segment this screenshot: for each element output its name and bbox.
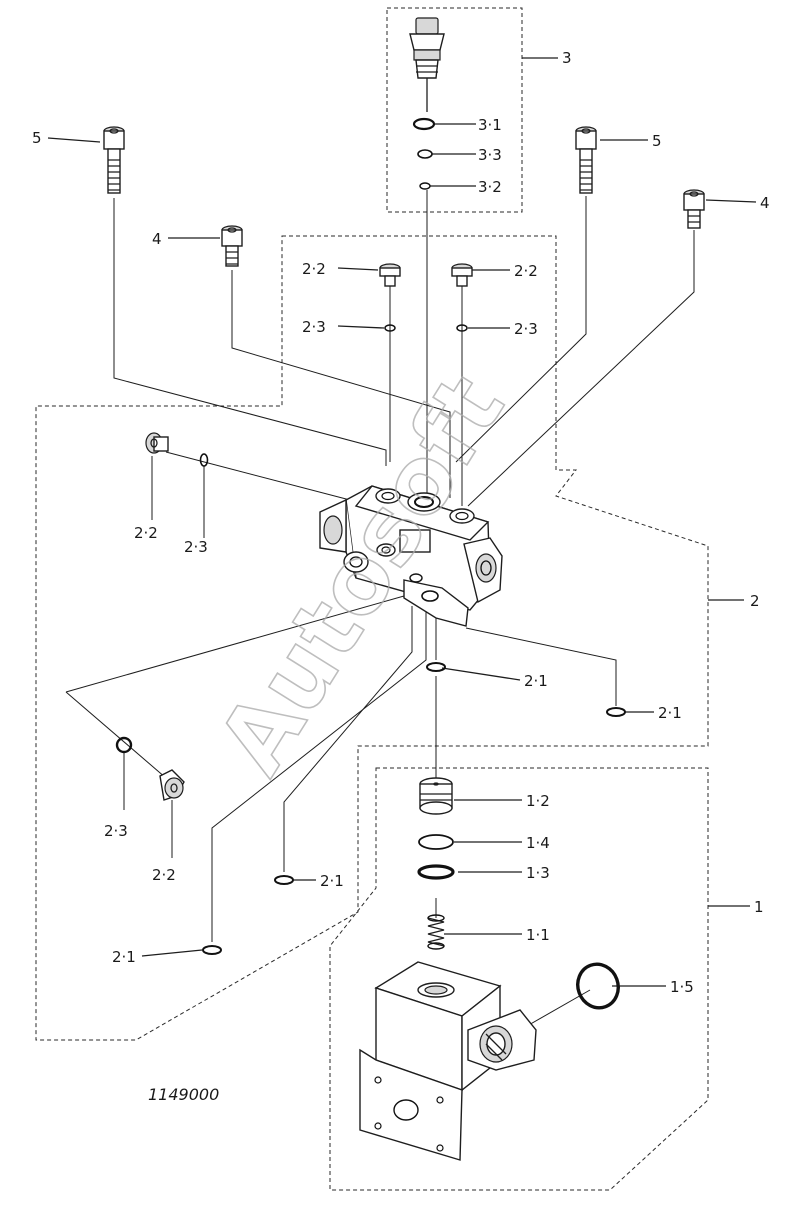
o-ring-1-3 (417, 864, 455, 880)
label-2: 2 (750, 592, 760, 610)
label-2-3-low: 2·3 (104, 822, 128, 840)
label-1-2: 1·2 (526, 792, 550, 810)
o-ring-2-1-a (426, 662, 446, 672)
plug-2-2-side (145, 432, 169, 454)
o-ring-2-3-side (199, 453, 209, 467)
bolt-4-left (221, 225, 243, 267)
label-2-3-top-left: 2·3 (302, 318, 326, 336)
label-3-1: 3·1 (478, 116, 502, 134)
leader-lines (47, 57, 757, 987)
label-2-3-side: 2·3 (184, 538, 208, 556)
alignment-lines (65, 190, 695, 1031)
group-1-boundary (329, 767, 709, 1191)
label-1-5: 1·5 (670, 978, 694, 996)
plug-2-2-low (159, 769, 185, 801)
group-2-boundary (35, 235, 709, 1041)
label-4-left: 4 (152, 230, 162, 248)
o-ring-2-1-d (202, 945, 222, 955)
label-2-1-b: 2·1 (658, 704, 682, 722)
label-2-2-low: 2·2 (152, 866, 176, 884)
plug-2-2-top-right (451, 263, 473, 287)
label-3-2: 3·2 (478, 178, 502, 196)
figure-number: 1149000 (148, 1085, 219, 1104)
label-2-2-side: 2·2 (134, 524, 158, 542)
label-1: 1 (754, 898, 764, 916)
o-ring-2-3-top-left (384, 324, 396, 332)
label-2-1-c: 2·1 (320, 872, 344, 890)
label-2-3-top-right: 2·3 (514, 320, 538, 338)
valve-housing-1 (359, 961, 537, 1161)
piston-1-2 (419, 777, 453, 815)
label-1-1: 1·1 (526, 926, 550, 944)
label-2-1-d: 2·1 (112, 948, 136, 966)
o-ring-1-5 (576, 962, 620, 1010)
o-ring-2-1-c (274, 875, 294, 885)
label-2-2-top-right: 2·2 (514, 262, 538, 280)
label-2-1-a: 2·1 (524, 672, 548, 690)
o-ring-3-1 (412, 117, 436, 131)
o-ring-3-2 (419, 182, 431, 190)
bolt-4-right (683, 189, 705, 229)
spring-1-1 (427, 914, 445, 950)
plug-2-2-top-left (379, 263, 401, 287)
o-ring-3-3 (417, 149, 433, 159)
label-5-left: 5 (32, 129, 42, 147)
o-ring-2-3-low (115, 736, 133, 754)
label-3-3: 3·3 (478, 146, 502, 164)
label-3: 3 (562, 49, 572, 67)
label-5-right: 5 (652, 132, 662, 150)
o-ring-2-1-b (606, 707, 626, 717)
group-3-boundary (386, 7, 523, 213)
part-labels: 3 3·1 3·3 3·2 5 5 4 4 2·2 2·2 2·3 2·3 2·… (32, 49, 770, 1104)
valve-cartridge-3 (409, 17, 445, 112)
valve-body-2 (319, 485, 503, 627)
label-2-2-top-left: 2·2 (302, 260, 326, 278)
label-4-right: 4 (760, 194, 770, 212)
bolt-5-left (103, 126, 125, 194)
label-1-3: 1·3 (526, 864, 550, 882)
label-1-4: 1·4 (526, 834, 550, 852)
backup-ring-1-4 (418, 834, 454, 850)
bolt-5-right (575, 126, 597, 194)
o-ring-2-3-top-right (456, 324, 468, 332)
